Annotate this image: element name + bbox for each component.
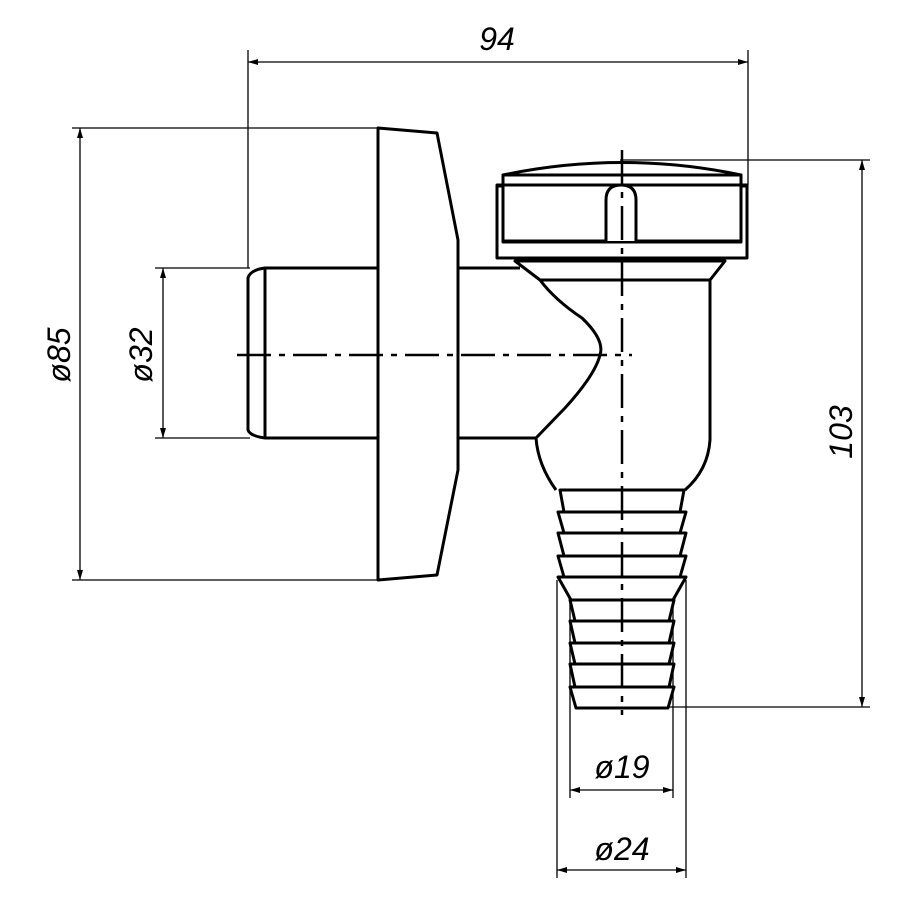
dimension-width: 94 — [247, 21, 749, 268]
inlet-pipe — [246, 266, 536, 440]
dimension-flange: ø85 — [41, 127, 378, 581]
dimension-label-hose-inner: ø19 — [594, 749, 649, 785]
dimension-hose-inner: ø19 — [569, 600, 674, 798]
dimension-label-hose-outer: ø24 — [594, 831, 649, 867]
hose-barb — [556, 488, 688, 710]
dimension-label-height: 103 — [823, 405, 859, 459]
dimension-label-pipe: ø32 — [123, 327, 159, 382]
valve-body — [513, 259, 727, 492]
dimension-pipe: ø32 — [123, 267, 250, 439]
dimension-hose-outer: ø24 — [556, 580, 687, 878]
wall-flange — [376, 126, 460, 582]
dimension-label-width: 94 — [479, 21, 515, 57]
barb-ring — [568, 685, 676, 710]
dimension-label-flange: ø85 — [41, 327, 77, 382]
dimension-height: 103 — [620, 159, 870, 708]
